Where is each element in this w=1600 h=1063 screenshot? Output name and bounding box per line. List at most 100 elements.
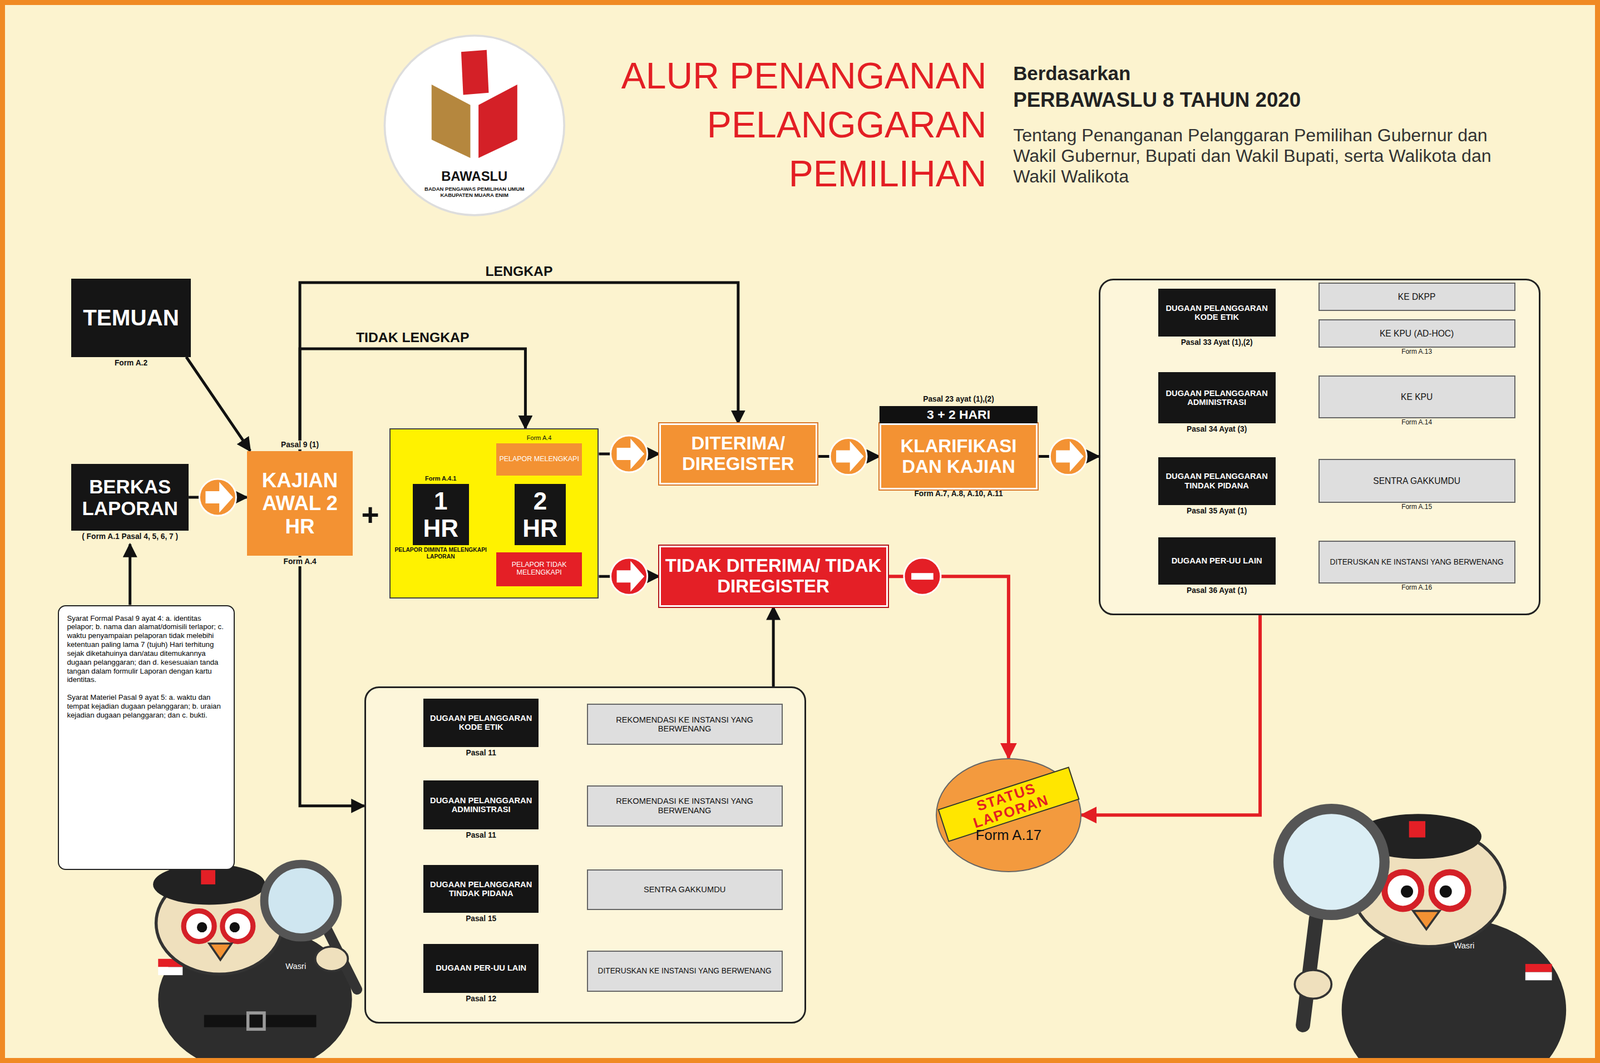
caption-group: Form A.4.1 bbox=[425, 475, 457, 485]
caption-group: Form A.14 bbox=[1401, 417, 1432, 427]
label-block: Wasri bbox=[285, 961, 306, 971]
destination-box: SENTRA GAKKUMDUForm A.15 bbox=[1318, 458, 1516, 503]
caption-group: Pasal 36 Ayat (1) bbox=[1186, 584, 1247, 596]
caption-group: ( Form A.1 Pasal 4, 5, 6, 7 ) bbox=[81, 530, 179, 542]
caption-group: Pasal 11 bbox=[466, 829, 497, 841]
label-block: BAWASLU bbox=[441, 168, 508, 184]
label-block: PERBAWASLU 8 TAHUN 2020 bbox=[1013, 88, 1301, 112]
node-content: DITERUSKAN KE INSTANSI YANG BERWENANG bbox=[1319, 557, 1515, 567]
violation-box: DUGAAN PELANGGARAN KODE ETIKPasal 33 Aya… bbox=[1158, 288, 1276, 337]
accepted-box: DITERIMA/ DIREGISTER bbox=[659, 423, 818, 485]
arrow-sign bbox=[1055, 441, 1084, 472]
arrow-badge bbox=[610, 435, 648, 473]
caption-text: Form A.16 bbox=[1401, 584, 1432, 592]
caption-group: Pasal 34 Ayat (3) bbox=[1186, 423, 1247, 434]
destination-box: REKOMENDASI KE INSTANSI YANG BERWENANG bbox=[586, 703, 783, 745]
day-box: 2 HR bbox=[514, 484, 566, 546]
arrow-badge bbox=[199, 478, 236, 516]
caption-text: Form A.13 bbox=[1401, 348, 1432, 357]
caption-text: Pasal 34 Ayat (3) bbox=[1186, 425, 1247, 434]
edge-label: TIDAK LENGKAP bbox=[352, 329, 473, 346]
caption-group: Pasal 23 ayat (1),(2)3 + 2 HARI bbox=[879, 394, 1038, 426]
node-text: KLARIFIKASI DAN KAJIAN bbox=[884, 436, 1034, 478]
node-content: STATUS LAPORANForm A.17 bbox=[936, 787, 1081, 844]
caption-text: Form A.14 bbox=[1401, 418, 1432, 427]
node-text: DITERIMA/ DIREGISTER bbox=[663, 433, 813, 475]
outcome-panel: DUGAAN PELANGGARAN KODE ETIKPasal 33 Aya… bbox=[1098, 278, 1541, 616]
completion-panel: Form A.4.11 HRPELAPOR DIMINTA MELENGKAPI… bbox=[389, 428, 599, 599]
node-content: KE KPU (AD-HOC) bbox=[1319, 328, 1515, 339]
node-text: Syarat Formal Pasal 9 ayat 4: a. identit… bbox=[66, 614, 226, 685]
node-text: PELAPOR TIDAK MELENGKAPI bbox=[499, 561, 580, 577]
caption-group: Form A.16 bbox=[1401, 582, 1432, 592]
node-content: KAJIAN AWAL 2 HR bbox=[247, 468, 354, 538]
node-text: KE DKPP bbox=[1398, 292, 1436, 302]
logo-name: BAWASLU bbox=[441, 168, 508, 184]
connector bbox=[772, 606, 775, 687]
node-text: KE KPU (AD-HOC) bbox=[1379, 328, 1454, 339]
node-text: DUGAAN PELANGGARAN KODE ETIK bbox=[426, 713, 536, 733]
node-content: DUGAAN PELANGGARAN ADMINISTRASI bbox=[423, 796, 539, 815]
node-text: SENTRA GAKKUMDU bbox=[643, 885, 726, 895]
arrow-badge bbox=[610, 557, 648, 595]
destination-box: KE KPUForm A.14 bbox=[1318, 375, 1516, 419]
violation-box: DUGAAN PELANGGARAN ADMINISTRASIPasal 34 … bbox=[1158, 372, 1276, 424]
destination-box: KE DKPP bbox=[1318, 282, 1516, 311]
clarification-box: Pasal 23 ayat (1),(2)3 + 2 HARIKLARIFIKA… bbox=[879, 423, 1038, 490]
caption-text: Pasal 23 ayat (1),(2) bbox=[922, 394, 995, 404]
node-text: REKOMENDASI KE INSTANSI YANG BERWENANG bbox=[590, 796, 779, 816]
connector bbox=[186, 357, 251, 452]
label-block: Berdasarkan bbox=[1013, 62, 1131, 85]
node-content: Syarat Formal Pasal 9 ayat 4: a. identit… bbox=[58, 606, 234, 728]
badge-name: Wasri bbox=[1453, 941, 1475, 951]
caption-group: Pasal 15 bbox=[465, 912, 497, 924]
node-content: REKOMENDASI KE INSTANSI YANG BERWENANG bbox=[588, 796, 782, 816]
caption-text: Pasal 35 Ayat (1) bbox=[1186, 506, 1247, 516]
logo bbox=[384, 35, 565, 216]
node-content: SENTRA GAKKUMDU bbox=[1319, 476, 1515, 486]
node-content: DITERUSKAN KE INSTANSI YANG BERWENANG bbox=[588, 966, 782, 976]
caption-text: Pasal 11 bbox=[466, 831, 497, 841]
requirements-note: Syarat Formal Pasal 9 ayat 4: a. identit… bbox=[57, 605, 235, 871]
node-content: KE KPU bbox=[1319, 392, 1515, 402]
node-text: DUGAAN PER-UU LAIN bbox=[1171, 556, 1263, 566]
connector bbox=[128, 544, 132, 605]
node-text: PELAPOR MELENGKAPI bbox=[499, 455, 579, 464]
node-content: 1 HR bbox=[412, 487, 469, 543]
early-outcome-panel: DUGAAN PELANGGARAN KODE ETIK Pasal 11 REKO… bbox=[364, 686, 807, 1024]
left-owl bbox=[152, 863, 358, 1063]
node-text: DUGAAN PELANGGARAN KODE ETIK bbox=[1161, 303, 1273, 323]
node-text: DITERUSKAN KE INSTANSI YANG BERWENANG bbox=[597, 966, 772, 976]
arrow-sign bbox=[836, 441, 864, 472]
node-content: 2 HR bbox=[514, 487, 566, 543]
right-owl bbox=[1278, 808, 1567, 1063]
destination-box: SENTRA GAKKUMDU bbox=[586, 869, 783, 911]
node-text: SENTRA GAKKUMDU bbox=[1373, 476, 1461, 486]
caption-group: Pasal 12 bbox=[465, 993, 497, 1004]
node-content: SENTRA GAKKUMDU bbox=[588, 885, 782, 895]
destination-box: DITERUSKAN KE INSTANSI YANG BERWENANGFor… bbox=[1318, 540, 1516, 584]
caption-text: Pasal 11 bbox=[466, 748, 497, 758]
violation-box: DUGAAN PELANGGARAN TINDAK PIDANAPasal 15 bbox=[423, 865, 539, 913]
connector bbox=[1081, 615, 1261, 816]
node-content: BERKAS LAPORAN bbox=[71, 475, 189, 520]
node-content: DUGAAN PELANGGARAN KODE ETIK bbox=[423, 713, 539, 733]
caption-group: PELAPOR DIMINTA MELENGKAPI LAPORAN bbox=[385, 545, 496, 561]
caption-group: Pasal 9 (1) bbox=[278, 440, 322, 452]
node-content: TIDAK DITERIMA/ TIDAK DIREGISTER bbox=[660, 555, 887, 597]
node-text: REKOMENDASI KE INSTANSI YANG BERWENANG bbox=[590, 715, 779, 734]
destination-box: REKOMENDASI KE INSTANSI YANG BERWENANG bbox=[586, 785, 783, 827]
badge-name: Wasri bbox=[285, 961, 306, 971]
node-content: REKOMENDASI KE INSTANSI YANG BERWENANG bbox=[588, 715, 782, 734]
plus-sign: + bbox=[361, 497, 380, 533]
arrow-badge bbox=[830, 438, 867, 476]
node-text: Form A.17 bbox=[975, 827, 1042, 844]
label-block: + bbox=[361, 497, 380, 533]
node-text: DUGAAN PELANGGARAN ADMINISTRASI bbox=[426, 796, 536, 815]
node-text: Syarat Materiel Pasal 9 ayat 5: a. waktu… bbox=[66, 693, 226, 720]
regulation-subject: Tentang Penanganan Pelanggaran Pemilihan… bbox=[1013, 125, 1514, 187]
node-content: DUGAAN PER-UU LAIN bbox=[1158, 556, 1276, 566]
arrow-sign bbox=[616, 438, 645, 470]
caption-text: ( Form A.1 Pasal 4, 5, 6, 7 ) bbox=[81, 532, 179, 542]
